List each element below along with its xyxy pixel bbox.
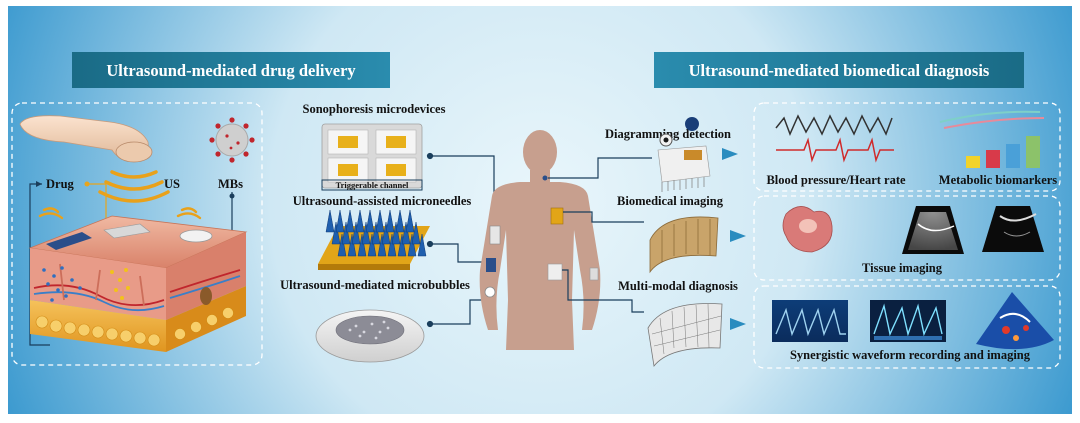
- microneedle-spike: [411, 221, 421, 245]
- label-blood-pressure: Blood pressure/Heart rate: [766, 173, 906, 187]
- microneedle-spike: [357, 233, 367, 257]
- label-metabolic-biomarkers: Metabolic biomarkers: [939, 173, 1058, 187]
- microneedle-spike: [407, 233, 417, 257]
- label-triggerable-channel: Triggerable channel: [336, 180, 409, 190]
- human-body-icon: [479, 130, 601, 350]
- left-banner-title: Ultrasound-mediated drug delivery: [106, 61, 356, 80]
- microneedle-spike: [365, 209, 375, 233]
- label-drug: Drug: [46, 177, 75, 191]
- label-mbs: MBs: [218, 177, 243, 191]
- sonophoresis-chip-icon: [321, 123, 423, 189]
- label-us: US: [164, 177, 180, 191]
- right-banner: Ultrasound-mediated biomedical diagnosis: [654, 52, 1024, 88]
- left-banner: Ultrasound-mediated drug delivery: [72, 52, 390, 88]
- metabolic-bars-icon: [939, 110, 1045, 168]
- label-sonophoresis: Sonophoresis microdevices: [303, 102, 446, 116]
- right-banner-title: Ultrasound-mediated biomedical diagnosis: [689, 61, 990, 80]
- small-waves-icon: [38, 207, 202, 220]
- microneedle-spike: [371, 221, 381, 245]
- microneedle-spike: [405, 209, 415, 233]
- color-doppler-icon: [976, 292, 1054, 350]
- microneedle-spike: [351, 221, 361, 245]
- label-biomedical-imaging: Biomedical imaging: [617, 194, 724, 208]
- ultrasound-image-2-icon: [982, 206, 1044, 252]
- microbubble-dish-icon: [315, 309, 425, 363]
- right-arrows: [722, 148, 746, 330]
- heart-model-icon: [782, 206, 833, 253]
- right-panel-frame-top: [753, 102, 1061, 192]
- microneedle-spike: [395, 209, 405, 233]
- imaging-patch-icon: [649, 216, 719, 274]
- microneedle-spike: [361, 221, 371, 245]
- microneedle-spike: [417, 233, 427, 257]
- microneedle-spike: [331, 221, 341, 245]
- waveform-monitor-1-icon: [772, 300, 848, 342]
- right-panel-frame-bottom: [753, 285, 1061, 369]
- ultrasound-probe-icon: [19, 115, 153, 163]
- ultrasound-image-1-icon: [902, 206, 964, 254]
- microneedle-spike: [347, 233, 357, 257]
- microneedle-spike: [381, 221, 391, 245]
- label-tissue-imaging: Tissue imaging: [862, 261, 943, 275]
- label-microbubbles: Ultrasound-mediated microbubbles: [280, 278, 470, 292]
- microneedle-spike: [341, 221, 351, 245]
- microneedle-spike: [385, 209, 395, 233]
- label-microneedles: Ultrasound-assisted microneedles: [293, 194, 472, 208]
- middle-connectors: [426, 152, 495, 328]
- flexible-array-icon: [647, 303, 723, 367]
- microneedle-spike: [355, 209, 365, 233]
- ecg-electrode-sensor-icon: [657, 117, 711, 192]
- microneedle-spike: [387, 233, 397, 257]
- microneedle-spike: [335, 209, 345, 233]
- microneedle-spike: [375, 209, 385, 233]
- body-devices: [484, 175, 599, 298]
- microneedle-spike: [401, 221, 411, 245]
- microneedle-spike: [345, 209, 355, 233]
- microneedle-spike: [397, 233, 407, 257]
- microneedle-spike: [325, 209, 335, 233]
- microneedle-spike: [391, 221, 401, 245]
- microneedle-spike: [367, 233, 377, 257]
- microneedle-spike: [337, 233, 347, 257]
- microneedle-array-icon: [318, 209, 430, 270]
- blood-pressure-waveform-icon: [775, 114, 894, 163]
- label-synergistic: Synergistic waveform recording and imagi…: [790, 348, 1031, 362]
- virus-microbubble-icon: [209, 117, 255, 163]
- skin-tissue-icon: [28, 215, 248, 352]
- body-connectors: [548, 157, 652, 313]
- right-panel-frame-mid: [753, 195, 1061, 281]
- waveform-monitor-2-icon: [870, 300, 946, 342]
- microneedle-spike: [377, 233, 387, 257]
- label-multimodal-diagnosis: Multi-modal diagnosis: [618, 279, 738, 293]
